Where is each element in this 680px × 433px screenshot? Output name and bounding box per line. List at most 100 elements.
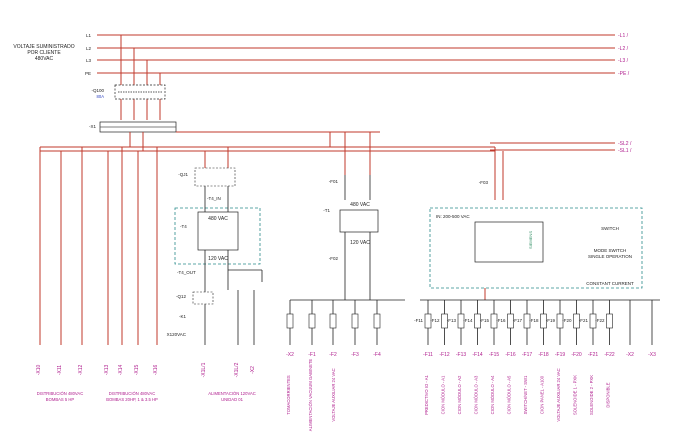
bottom-label-b: DISPONIBLE <box>606 382 611 407</box>
fuse-a-terminal: -X2 <box>286 352 294 358</box>
fuse-b-tag: -F18 <box>529 318 539 323</box>
fuse-b-terminal: -F20 <box>571 352 582 358</box>
main-breaker-rating: 80A <box>97 94 105 99</box>
fuse-b-terminal: -F19 <box>555 352 566 358</box>
fuse-b-tail-terminal: -X2 <box>626 352 634 358</box>
transformer-1: -QJ1 -T4_IN -T4 480 VAC 120 VAC -T4_OUT … <box>167 147 263 345</box>
t4-tag: -T4 <box>180 224 187 229</box>
ps-in-label: IN: 200-500 VAC <box>436 214 470 219</box>
q12-tag: -Q12 <box>176 294 187 299</box>
fuse-b-tag: -F20 <box>562 318 572 323</box>
fuse-b-terminal: -F14 <box>472 352 483 358</box>
bottom-label-a: ALIMENTACIÓN VACUUM GABINETE <box>308 359 313 432</box>
transformer-2: -F01 -T1 480 VAC 120 VAC -F02 <box>290 151 405 301</box>
main-breaker-tag: -Q100 <box>91 88 104 93</box>
fuse-b-terminal: -F21 <box>588 352 599 358</box>
main-bus: L1 L2 L3 PE -L1 / -L2 / -L3 / -PE / <box>85 33 630 77</box>
fuse-b-terminal: -F17 <box>522 352 533 358</box>
ps-single-label: SINGLE OPERATION <box>588 254 632 259</box>
fuse-b-terminal: -F12 <box>439 352 450 358</box>
t1-tag: -T1 <box>323 208 330 213</box>
supply-title: VOLTAJE SUMINISTRADO POR CLIENTE 480VAC <box>13 44 74 62</box>
bottom-label-b: PREDICTIVO IO - A1 <box>424 374 429 414</box>
group-terminal: -X12 <box>78 365 84 376</box>
bottom-label-b: SOLENOIDE 1 - PXK <box>573 375 578 415</box>
fuse-a-terminal: -F4 <box>373 352 381 358</box>
bottom-labels-a: TOMACORRIENTES ALIMENTACIÓN VACUUM GABINE… <box>286 359 336 432</box>
group-label: DISTRIBUCIÓN 480VAC <box>109 391 155 396</box>
f03-tag: -F03 <box>479 180 489 185</box>
t1-primary: 480 VAC <box>350 202 370 208</box>
power-supply: -F03 IN: 200-500 VAC SIEMENS SWITCH MODE… <box>420 147 660 301</box>
group-terminal: -X2 <box>250 366 256 374</box>
group-terminal: -X1L/1 <box>201 362 207 377</box>
distribution-block-tag: -X1 <box>89 124 97 129</box>
qj1-tag: -QJ1 <box>178 172 188 177</box>
control-bus-sl2: -SL2 / <box>618 141 632 147</box>
bus-right-l1: -L1 / <box>618 33 629 39</box>
group-terminal: -X13 <box>104 365 110 376</box>
f01-tag: -F01 <box>329 179 339 184</box>
bottom-label-b: CION MÓDULO - A3 <box>474 375 479 414</box>
bottom-label-b: CION MÓDULO - A2 <box>457 375 462 414</box>
fuse-b-terminal: -F13 <box>456 352 467 358</box>
supply-title-line-1: VOLTAJE SUMINISTRADO <box>13 44 74 50</box>
ps-switch-label: SWITCH <box>601 226 619 231</box>
group-terminal: -X11 <box>57 365 63 375</box>
siemens-brand: SIEMENS <box>528 231 533 249</box>
fuse-b-tag: -F22 <box>595 318 605 323</box>
fuse-b-tag: -F11 <box>414 318 423 323</box>
fuse-b-tag: -F15 <box>480 318 490 323</box>
t4-primary: 480 VAC <box>208 216 228 222</box>
group-label: BOMBAS 20HP, 1 & 3.5 HP <box>106 397 158 402</box>
t4-secondary: 120 VAC <box>208 256 228 262</box>
fuse-b-tag: -F13 <box>447 318 457 323</box>
bus-right-l2: -L2 / <box>618 46 629 52</box>
bottom-label-a: TOMACORRIENTES <box>286 375 291 415</box>
group-terminal: -X1L/2 <box>234 362 240 377</box>
fuse-b-tail-terminal: -X3 <box>648 352 656 358</box>
control-bus: -SL2 / -SL1 / <box>490 141 632 154</box>
bottom-labels-b: PREDICTIVO IO - A1 CION MÓDULO - A1 CION M… <box>424 368 611 421</box>
fuse-a-terminal: -F3 <box>351 352 359 358</box>
group-label: DISTRIBUCIÓN 480VAC <box>37 391 83 396</box>
distribution-block: -X1 <box>40 121 495 152</box>
fuse-b-terminal: -F11 <box>423 352 433 358</box>
fuse-b-tag: -F14 <box>463 318 473 323</box>
fuse-a-terminal: -F2 <box>329 352 337 358</box>
fuse-b-tag: -F19 <box>546 318 556 323</box>
fuse-row-a: -X2 -F1 -F2 -F3 -F4 <box>286 300 381 358</box>
fuse-b-terminal: -F18 <box>538 352 549 358</box>
main-breaker: -Q100 80A <box>91 35 166 120</box>
bottom-label-b: CION PANEL - A100 <box>540 375 545 414</box>
ps-constant-label: CONSTANT CURRENT <box>586 281 634 286</box>
supply-title-line-2: POR CLIENTE <box>27 50 61 56</box>
bottom-label-b: SOLENOIDE 2 - PXK <box>589 375 594 415</box>
bottom-label-b: VOLTAJE AUXILIAR 24 VAC <box>556 368 561 421</box>
fuse-b-terminal: -F15 <box>489 352 500 358</box>
bus-left-l1: L1 <box>86 33 92 38</box>
bottom-label-a: VOLTAJE AUXILIAR 24 VAC <box>331 368 336 421</box>
supply-title-line-3: 480VAC <box>35 56 54 62</box>
k1-tag: -K1 <box>179 314 187 319</box>
bottom-label-b: CION MÓDULO - A5 <box>507 375 512 414</box>
group-label: BOMBAS 5 HP <box>46 397 75 402</box>
fuse-row-b: -F11-F11-F12-F12-F13-F13-F14-F14-F15-F15… <box>414 300 656 358</box>
bus-left-l2: L2 <box>86 46 92 51</box>
bottom-label-b: CION MÓDULO - A1 <box>441 375 446 414</box>
bus-right-l3: -L3 / <box>618 58 629 64</box>
f02-tag: -F02 <box>329 256 339 261</box>
group-terminal: -X16 <box>153 365 159 376</box>
fuse-a-terminal: -F1 <box>308 352 316 358</box>
fuse-b-tag: -F21 <box>579 318 589 323</box>
bottom-label-b: SWITCH/NET - SW1 <box>523 375 528 414</box>
fuse-b-tag: -F17 <box>513 318 523 323</box>
bottom-label-b: CION MÓDULO - A4 <box>490 375 495 414</box>
group-label: ALIMENTACIÓN 120VAC <box>208 391 256 396</box>
t4-out-label: -T4_OUT <box>177 270 196 275</box>
fuse-b-tag: -F16 <box>496 318 506 323</box>
control-bus-sl1: -SL1 / <box>618 148 632 154</box>
x120vac-tag: X120VAC <box>167 332 187 337</box>
